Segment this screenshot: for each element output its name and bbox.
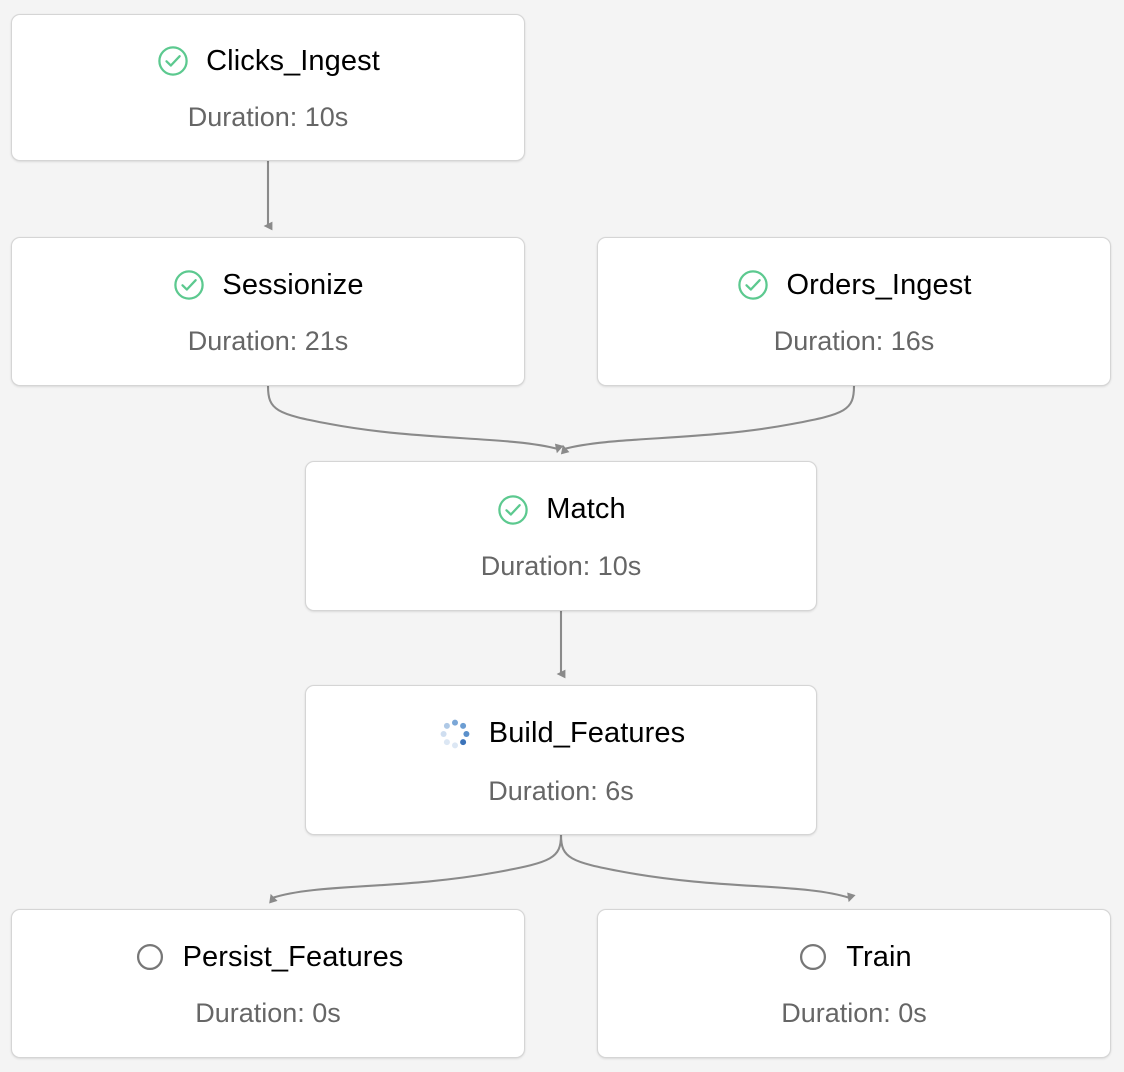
dag-node-match[interactable]: Match Duration: 10s [305, 461, 817, 611]
node-title: Match [546, 493, 626, 525]
check-circle-icon [498, 494, 528, 525]
node-title: Orders_Ingest [786, 268, 972, 301]
empty-circle-icon [136, 943, 163, 971]
check-circle-icon [738, 270, 769, 300]
node-header: Persist_Features [12, 940, 524, 974]
dag-node-train[interactable]: Train Duration: 0s [597, 909, 1111, 1058]
dag-node-persist-features[interactable]: Persist_Features Duration: 0s [11, 909, 525, 1058]
node-duration: Duration: 21s [187, 326, 349, 356]
node-header: Sessionize [12, 268, 524, 302]
node-title: Build_Features [488, 717, 686, 749]
node-header: Match [306, 493, 816, 527]
node-duration: Duration: 6s [488, 775, 634, 806]
empty-circle-icon [800, 943, 827, 971]
edge-build-features-to-train [559, 834, 856, 903]
node-duration: Duration: 10s [480, 550, 642, 581]
node-duration: Duration: 16s [773, 326, 935, 356]
node-title: Persist_Features [182, 940, 404, 973]
spinner-icon [440, 719, 470, 748]
node-header: Build_Features [306, 716, 816, 752]
node-header: Clicks_Ingest [12, 44, 524, 78]
node-title: Sessionize [222, 268, 364, 301]
node-header: Train [598, 940, 1110, 974]
edge-orders-ingest-to-match [560, 385, 856, 455]
check-circle-icon [158, 46, 188, 76]
edge-build-features-to-persist-features [269, 834, 563, 904]
dag-node-orders-ingest[interactable]: Orders_Ingest Duration: 16s [597, 237, 1111, 386]
node-duration: Duration: 0s [195, 998, 341, 1028]
dag-node-build-features[interactable]: Build_Features Duration: 6s [305, 685, 817, 835]
node-duration: Duration: 0s [781, 998, 927, 1028]
node-duration: Duration: 10s [187, 102, 349, 132]
edge-sessionize-to-match [266, 385, 564, 454]
dag-node-sessionize[interactable]: Sessionize Duration: 21s [11, 237, 525, 386]
node-title: Train [846, 940, 912, 973]
node-title: Clicks_Ingest [206, 44, 380, 77]
check-circle-icon [174, 270, 205, 300]
dag-node-clicks-ingest[interactable]: Clicks_Ingest Duration: 10s [11, 14, 525, 161]
node-header: Orders_Ingest [598, 268, 1110, 302]
